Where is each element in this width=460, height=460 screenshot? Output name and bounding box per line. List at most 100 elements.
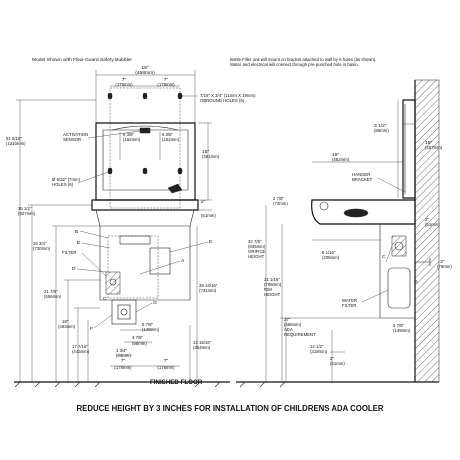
drain-slot [343,208,369,218]
side-callout-g: G [414,279,418,285]
side-dim-3-1-mm: (89mm) [374,128,389,133]
side-dim-32-mm: (835mm) [248,244,266,249]
hanger-label-2: BRACKET [352,177,373,182]
dim-width-in: 18" [141,65,148,71]
dim-15-mm: (381mm) [202,154,220,159]
dim-5-7-in: 5 7/8" [142,322,154,327]
ada-label-1: ADA [284,327,293,332]
side-dim-3-mm: (76mm) [437,264,452,269]
rim-label-1: RIM [264,287,272,292]
cabinet-outline [99,226,191,301]
side-dim-2b-in: 2" [330,356,334,361]
callout-b: B [75,229,78,235]
water-filter-body [387,267,411,309]
activation-sensor [139,127,151,134]
dim-21-7-in: 21 7/8" [44,289,58,294]
side-dim-19-in: 19" [332,152,339,158]
side-dim-18-in: 18" [425,140,432,146]
hole-dia-1: Ø 9/32" (7mm) [52,177,81,182]
dim-13-15-mm: (354mm) [193,345,211,350]
activation-label-1: ACTIVATION [63,132,88,137]
side-dim-5-mm: (149mm) [393,328,411,333]
callout-g: G [153,300,157,306]
dim-3-7-mm: (98mm) [132,341,147,346]
filter-body [105,271,121,295]
dim-19-in: 19" [62,319,69,324]
side-dim-27-in: 27" [284,317,291,322]
oblong-holes: OBROUND HOLES (6) [200,98,245,103]
callout-f: F [90,326,93,332]
orifice-label-2: HEIGHT [248,254,265,259]
callout-d: D [72,266,76,272]
side-dim-8-mm: (205mm) [322,255,340,260]
side-dim-2-mm: (51mm) [425,222,440,227]
dim-36-1-in: 36 1/2" [18,206,32,211]
width-dimension: 18" (458mm) 7" (178mm) 7" (178mm) [95,65,196,123]
side-dim-27-mm: (686mm) [284,322,302,327]
side-dim-2-in: 2" [425,217,429,222]
dim-7-bot-b: 7" [164,358,169,364]
side-dim-8-in: 8 1/16" [322,250,336,255]
orifice-label-1: ORIFICE [248,249,266,254]
dim-178-right: (178mm) [157,82,175,87]
side-callout-c: C [382,254,386,260]
side-dim-12-mm: (318mm) [310,349,328,354]
dim-6-3-8-a: 6 3/8" [123,132,135,137]
oblong-size: 7/16" X 3/4" (11mm X 19mm) [200,93,256,98]
dim-28-13-in: 28 13/16" [199,283,218,288]
hanger-label-1: HANGER [352,172,370,177]
side-dim-2b-mm: (51mm) [330,361,345,366]
side-dim-2-3-in: 2 7/8" [273,196,285,201]
floor-hatch [14,381,221,388]
dim-28-13-mm: (731mm) [199,288,217,293]
side-dim-5-in: 5 7/8" [393,323,405,328]
dim-28-3-mm: (730mm) [33,246,51,251]
dim-2-in: 2" [201,199,206,205]
obround-holes [107,92,183,175]
dim-6-3-8-b: 6 3/8" [162,132,174,137]
finished-floor-label: FINISHED FLOOR [150,379,203,386]
hole-dia-2: HOLES (6) [52,182,74,187]
dim-13-15-in: 13 15/16" [193,340,212,345]
front-view: Model Shown with Flexi-Guard Safety Bubb… [6,57,256,388]
basin-side [311,199,416,225]
dim-162-b: (162mm) [162,137,180,142]
dim-width-mm: (458mm) [135,70,155,76]
filler-side [402,99,416,199]
side-note-1: Bottle Filler unit will mount on bracket… [230,57,376,62]
callout-e-2: E [209,239,213,245]
dim-36-1-mm: (927mm) [18,211,36,216]
dim-1-3-in: 1 3/4" [116,348,128,353]
dim-162-a: (162mm) [123,137,141,142]
ada-label-2: REQUIREMENT [284,332,316,337]
dim-2-mm: (51mm) [201,213,216,218]
side-dim-18-mm: (457mm) [425,145,443,150]
dim-178-bot-b: (178mm) [157,365,175,370]
ada-caption: REDUCE HEIGHT BY 3 INCHES FOR INSTALLATI… [77,404,384,413]
dim-15-in: 15" [202,149,209,155]
dim-overall-2: (1310mm) [6,141,26,146]
dim-7-right: 7" [164,77,169,83]
dim-178-bot-a: (178mm) [114,365,132,370]
side-view: Bottle Filler unit will mount on bracket… [230,57,452,388]
callout-c: C [103,296,107,302]
side-dim-3-in: 3" [440,259,445,265]
dim-28-3-in: 28 3/4" [33,241,47,246]
dim-17-7-in: 17 7/16" [72,344,88,349]
side-dim-2-3-mm: (73mm) [273,201,288,206]
dim-overall-1: 51 5/16" [6,136,22,141]
dim-7-bot-a: 7" [121,358,126,364]
dim-5-7-mm: (149mm) [142,327,160,332]
side-dim-12-in: 12 1/2" [310,344,324,349]
basin-rim [91,199,199,211]
dim-178-left: (178mm) [115,82,133,87]
side-note-2: Water and electrical will connect throug… [230,62,359,67]
callout-e-1: E [77,240,81,246]
rim-label-2: HEIGHT [264,292,281,297]
side-dim-19-mm: (482mm) [332,157,350,162]
water-filter-label-1: WATER [342,298,357,303]
activation-label-2: SENSOR [63,137,81,142]
bubbler [167,183,183,194]
wall [414,79,440,383]
